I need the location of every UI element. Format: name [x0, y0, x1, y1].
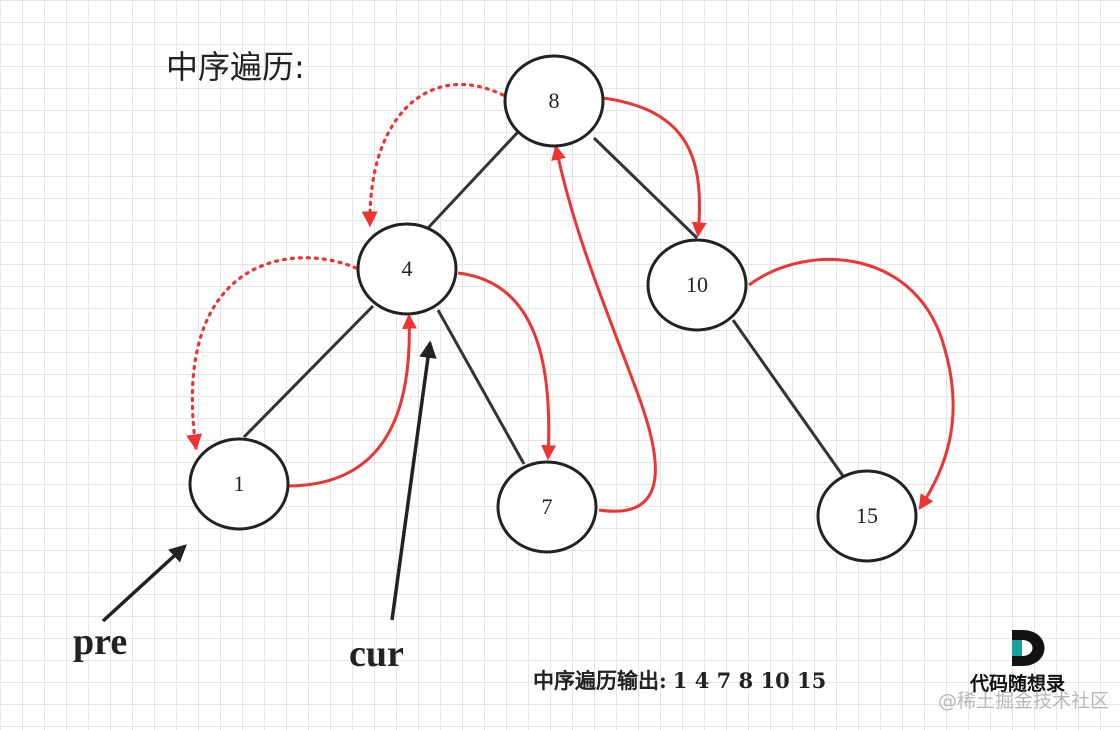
tree-node-8: 8 — [503, 54, 605, 148]
node-label: 1 — [234, 471, 245, 496]
pre-pointer-arrow — [101, 544, 187, 623]
tree-edges — [242, 130, 845, 477]
output-label: 中序遍历输出:1 4 7 8 10 15 — [533, 668, 826, 693]
traversal-arrow-8-to-10 — [602, 96, 707, 238]
node-label: 15 — [856, 503, 878, 528]
node-label: 7 — [542, 494, 553, 519]
edge-4-1 — [242, 304, 375, 439]
logo-d-icon — [1012, 630, 1045, 666]
traversal-arrow-1-to-4 — [288, 313, 417, 488]
tree-node-10: 10 — [646, 238, 748, 332]
traversal-arrow-8-to-4 — [361, 83, 505, 228]
node-label: 8 — [549, 88, 560, 113]
tree-node-1: 1 — [188, 437, 290, 531]
logo-accent — [1012, 640, 1022, 656]
watermark: @稀土掘金技术社区 — [938, 690, 1109, 712]
node-label: 10 — [686, 272, 708, 297]
diagram-title: 中序遍历: — [166, 48, 305, 86]
edge-10-15 — [731, 319, 845, 477]
node-label: 4 — [402, 256, 413, 281]
tree-node-4: 4 — [356, 222, 458, 316]
traversal-arrow-10-to-15 — [748, 258, 955, 510]
traversal-arrow-4-to-7 — [457, 271, 557, 461]
edge-8-4 — [426, 130, 520, 230]
tree-node-15: 15 — [816, 469, 918, 563]
pre-label: pre — [73, 621, 127, 663]
edge-4-7 — [436, 309, 526, 465]
cur-label: cur — [349, 633, 404, 675]
traversal-arrow-7-to-8 — [551, 144, 657, 513]
edge-8-10 — [592, 136, 699, 240]
tree-node-7: 7 — [496, 460, 598, 554]
traversal-arrow-4-to-1 — [186, 256, 358, 451]
brand-name: 代码随想录 — [969, 672, 1065, 695]
brand-logo: 代码随想录 — [969, 630, 1065, 695]
output-sequence: 1 4 7 8 10 15 — [673, 668, 826, 693]
cur-pointer-arrow — [390, 340, 437, 621]
